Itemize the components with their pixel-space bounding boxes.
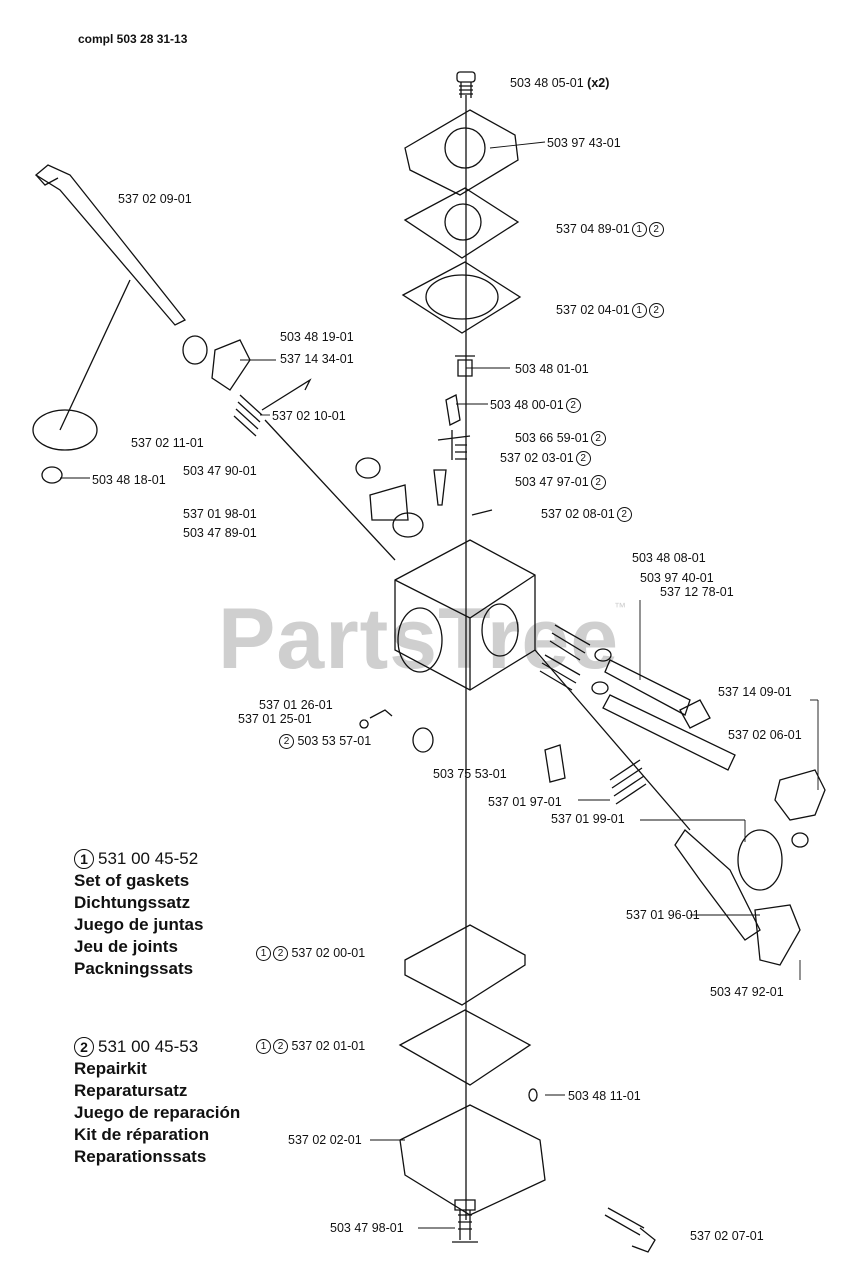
kit-name: Juego de juntas [74, 915, 204, 934]
part-label: 537 14 09-01 [718, 685, 792, 699]
part-label: 503 97 43-01 [547, 136, 621, 150]
pump-gasket [401, 261, 522, 334]
kit-name: Reparationssats [74, 1147, 207, 1166]
kit-name: Packningssats [74, 959, 194, 978]
choke-plate [32, 409, 98, 451]
spring-throttle [609, 759, 647, 805]
part-label: 537 01 25-01 [238, 712, 312, 726]
part-label: 503 47 92-01 [710, 985, 784, 999]
kit-name: Dichtungssatz [74, 893, 191, 912]
kit-name: Kit de réparation [74, 1125, 210, 1144]
part-label: 503 47 90-01 [183, 464, 257, 478]
part-label: 503 97 40-01 [640, 571, 714, 585]
pump-diaphragm [403, 187, 520, 259]
spring-mixture-1 [549, 624, 591, 661]
pump-cover [404, 109, 519, 196]
screw-top [456, 71, 476, 98]
part-label: 537 14 34-01 [280, 352, 354, 366]
kit-name: Juego de reparación [74, 1103, 241, 1122]
part-label: 503 47 98-01 [330, 1221, 404, 1235]
kit-name: Repairkit [74, 1059, 147, 1078]
part-label: 537 02 06-01 [728, 728, 802, 742]
diagram-title: compl 503 28 31-13 [78, 32, 188, 46]
watermark: PartsTree [218, 591, 620, 687]
throttle-lever [774, 769, 826, 821]
kit-name: Reparatursatz [74, 1081, 188, 1100]
part-label: 2 503 53 57-01 [277, 734, 371, 750]
part-label: 537 02 10-01 [272, 409, 346, 423]
throttle-plate [737, 829, 783, 891]
part-label: 537 01 97-01 [488, 795, 562, 809]
part-label: 503 48 19-01 [280, 330, 354, 344]
watermark-trademark: ™ [614, 600, 626, 614]
part-label: 503 48 08-01 [632, 551, 706, 565]
part-label: 537 02 09-01 [118, 192, 192, 206]
part-label: 537 02 11-01 [131, 436, 204, 450]
part-label: 503 48 18-01 [92, 473, 166, 487]
metering-cover [399, 1104, 546, 1216]
metering-diaphragm [398, 1009, 532, 1086]
part-label: 537 01 99-01 [551, 812, 625, 826]
part-label: 537 02 07-01 [690, 1229, 764, 1243]
choke-shaft [34, 164, 187, 326]
part-label: 537 01 96-01 [626, 908, 700, 922]
lower-gasket [404, 924, 526, 1006]
kit-name: Set of gaskets [74, 871, 190, 890]
part-label: 503 48 01-01 [515, 362, 589, 376]
spring-choke [233, 394, 263, 437]
part-label: 537 01 26-01 [259, 698, 333, 712]
part-label: 537 02 02-01 [288, 1133, 362, 1147]
kit-name: Jeu de joints [74, 937, 178, 956]
part-label: 503 75 53-01 [433, 767, 507, 781]
part-label: 503 48 05-01 (x2) [510, 76, 610, 90]
part-label: 503 47 89-01 [183, 526, 257, 540]
part-label: 537 12 78-01 [660, 585, 734, 599]
part-label: 503 48 11-01 [568, 1089, 641, 1103]
throttle-shaft [674, 829, 761, 941]
part-label: 537 01 98-01 [183, 507, 257, 521]
spring-mixture-2 [539, 654, 581, 691]
